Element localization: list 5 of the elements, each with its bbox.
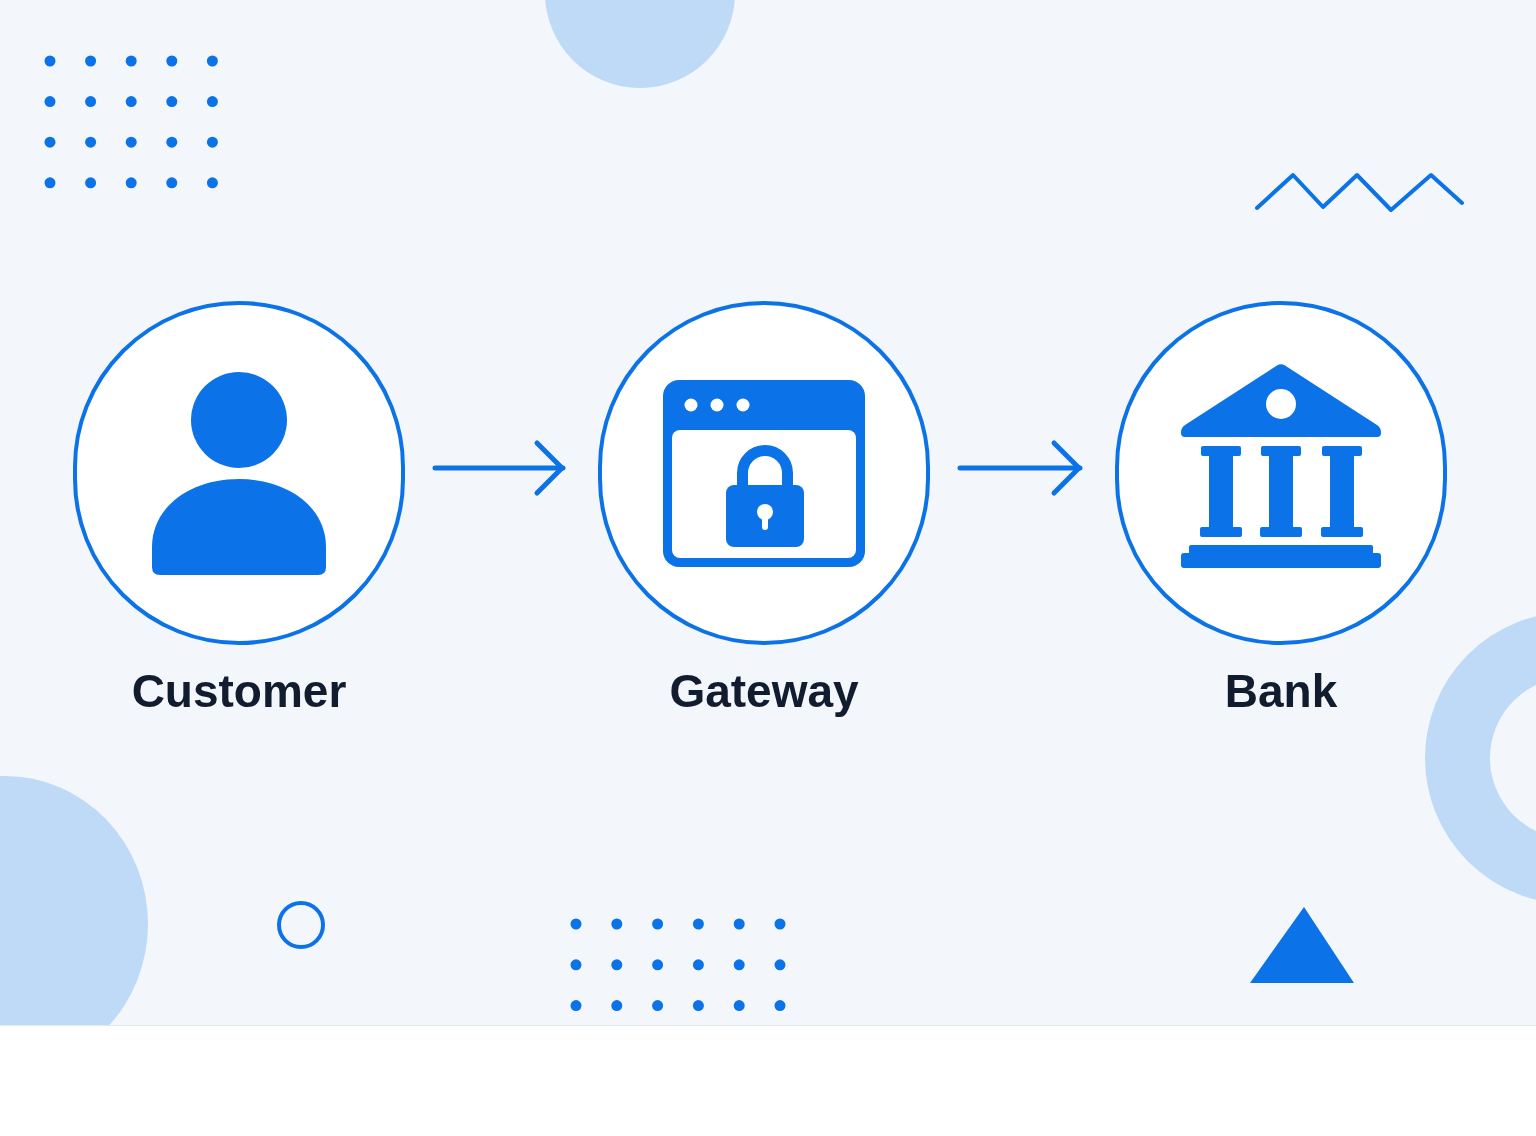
node-label: Customer (131, 665, 347, 717)
arrow (957, 440, 1083, 496)
node-label: Gateway (669, 665, 859, 717)
node-label: Bank (1224, 665, 1338, 717)
arrow (432, 440, 566, 496)
